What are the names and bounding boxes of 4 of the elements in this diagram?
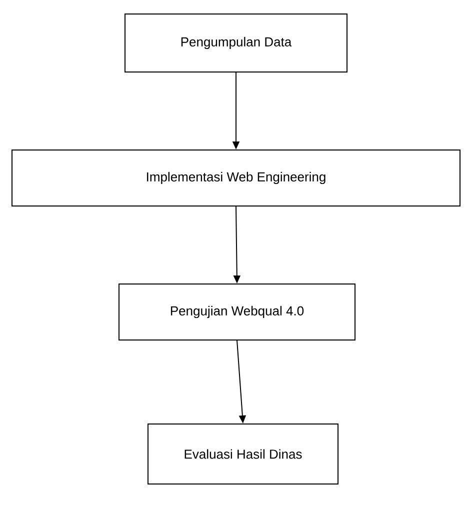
process-box: Evaluasi Hasil Dinas <box>148 424 338 484</box>
process-box: Pengumpulan Data <box>124 14 348 72</box>
process-box: Pengujian Webqual 4.0 <box>118 284 356 340</box>
process-box: Implementasi Web Engineering <box>12 150 460 206</box>
